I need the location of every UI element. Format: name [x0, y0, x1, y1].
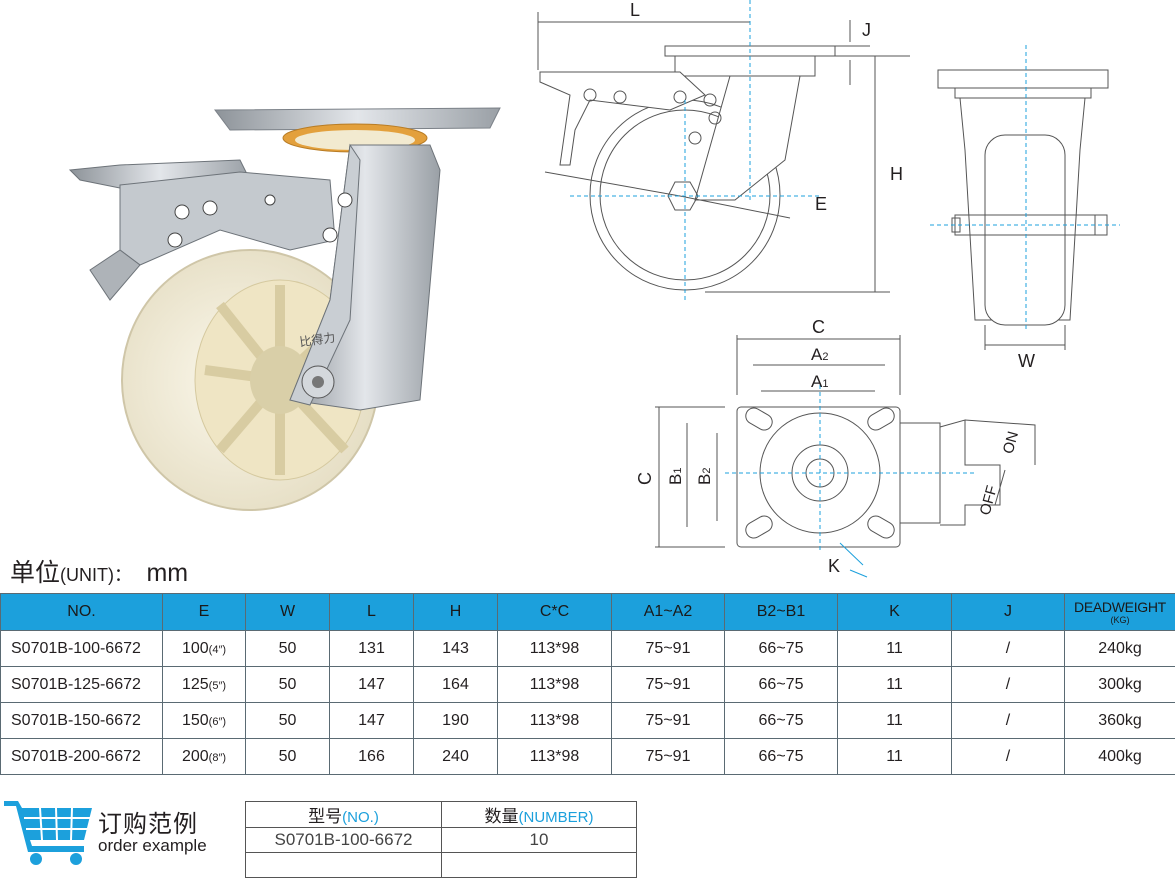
table-row: S0701B-200-6672 200(8″) 50 166 240 113*9… — [0, 738, 1175, 775]
cell-b: 66~75 — [724, 666, 838, 703]
order-empty-row — [245, 852, 637, 878]
table-header-row: NO. E W L H C*C A1~A2 B2~B1 K J DEADWEIG… — [0, 593, 1175, 631]
cell-w: 50 — [245, 738, 330, 775]
cell-b: 66~75 — [724, 630, 838, 667]
table-row: S0701B-100-6672 100(4″) 50 131 143 113*9… — [0, 630, 1175, 667]
order-value-row: S0701B-100-6672 10 — [245, 827, 637, 853]
cell-no: S0701B-200-6672 — [0, 738, 163, 775]
top-view-drawing: C A2 A1 C B1 B2 K ON OFF — [635, 317, 1036, 578]
cell-j: / — [951, 630, 1065, 667]
cell-a: 75~91 — [611, 738, 725, 775]
cell-e: 125(5″) — [162, 666, 246, 703]
cell-b: 66~75 — [724, 738, 838, 775]
unit-value: mm — [146, 559, 189, 587]
unit-label: 单位(UNIT)： mm — [10, 553, 188, 589]
label-K: K — [828, 556, 840, 576]
header-no: NO. — [0, 593, 163, 631]
front-view-drawing: W — [930, 45, 1120, 371]
label-B2: B2 — [695, 468, 714, 485]
order-example-table: 型号(NO.) 数量(NUMBER) S0701B-100-6672 10 — [245, 801, 637, 878]
cell-cc: 113*98 — [497, 666, 612, 703]
label-H: H — [890, 164, 903, 184]
cell-j: / — [951, 738, 1065, 775]
cell-cc: 113*98 — [497, 630, 612, 667]
order-header-model: 型号(NO.) — [245, 801, 442, 828]
cell-l: 131 — [329, 630, 414, 667]
header-b: B2~B1 — [724, 593, 838, 631]
label-A1: A1 — [811, 372, 828, 391]
cell-h: 164 — [413, 666, 498, 703]
cell-w: 50 — [245, 630, 330, 667]
order-quantity-value: 10 — [441, 827, 637, 853]
label-C-top: C — [812, 317, 825, 337]
order-example-title-en: order example — [98, 836, 207, 855]
cell-k: 11 — [837, 630, 952, 667]
cell-b: 66~75 — [724, 702, 838, 739]
cell-w: 50 — [245, 702, 330, 739]
spec-table: NO. E W L H C*C A1~A2 B2~B1 K J DEADWEIG… — [0, 593, 1175, 775]
header-l: L — [329, 593, 414, 631]
cell-h: 143 — [413, 630, 498, 667]
order-empty-cell — [441, 852, 637, 878]
header-k: K — [837, 593, 952, 631]
label-E: E — [815, 194, 827, 214]
label-L: L — [630, 0, 640, 20]
order-model-value: S0701B-100-6672 — [245, 827, 442, 853]
cell-e: 150(6″) — [162, 702, 246, 739]
cell-l: 147 — [329, 702, 414, 739]
label-A2: A2 — [811, 345, 828, 364]
cell-w: 50 — [245, 666, 330, 703]
cell-h: 240 — [413, 738, 498, 775]
header-e: E — [162, 593, 246, 631]
unit-label-en: (UNIT)： — [60, 565, 132, 585]
table-row: S0701B-125-6672 125(5″) 50 147 164 113*9… — [0, 666, 1175, 703]
top-plate — [214, 107, 501, 131]
order-header-quantity: 数量(NUMBER) — [441, 801, 637, 828]
cell-no: S0701B-125-6672 — [0, 666, 163, 703]
table-row: S0701B-150-6672 150(6″) 50 147 190 113*9… — [0, 702, 1175, 739]
unit-label-cn: 单位 — [10, 558, 61, 587]
cell-j: / — [951, 702, 1065, 739]
cell-j: / — [951, 666, 1065, 703]
brand-mark: 比得力 — [298, 329, 336, 349]
cell-deadweight: 400kg — [1064, 738, 1175, 775]
header-deadweight: DEADWEIGHT(KG) — [1064, 593, 1175, 631]
caster-product-image: 比得力 — [68, 107, 501, 511]
cell-l: 147 — [329, 666, 414, 703]
cell-a: 75~91 — [611, 702, 725, 739]
cell-no: S0701B-150-6672 — [0, 702, 163, 739]
order-empty-cell — [245, 852, 442, 878]
cell-e: 100(4″) — [162, 630, 246, 667]
cell-cc: 113*98 — [497, 738, 612, 775]
side-view-drawing: L J H E — [537, 0, 910, 300]
cell-l: 166 — [329, 738, 414, 775]
header-j: J — [951, 593, 1065, 631]
cell-k: 11 — [837, 702, 952, 739]
label-W: W — [1018, 351, 1035, 371]
cell-a: 75~91 — [611, 666, 725, 703]
order-example-title-cn: 订购范例 — [98, 810, 198, 838]
cell-deadweight: 300kg — [1064, 666, 1175, 703]
label-C-side: C — [635, 472, 655, 485]
label-off: OFF — [977, 484, 1001, 517]
label-J: J — [862, 20, 871, 40]
cell-k: 11 — [837, 666, 952, 703]
cell-e: 200(8″) — [162, 738, 246, 775]
header-w: W — [245, 593, 330, 631]
header-a: A1~A2 — [611, 593, 725, 631]
cell-h: 190 — [413, 702, 498, 739]
header-h: H — [413, 593, 498, 631]
cell-k: 11 — [837, 738, 952, 775]
cell-deadweight: 240kg — [1064, 630, 1175, 667]
order-header-row: 型号(NO.) 数量(NUMBER) — [245, 801, 637, 828]
cell-deadweight: 360kg — [1064, 702, 1175, 739]
header-cc: C*C — [497, 593, 612, 631]
label-B1: B1 — [666, 468, 685, 485]
shopping-cart-icon — [4, 801, 92, 865]
cell-a: 75~91 — [611, 630, 725, 667]
cell-no: S0701B-100-6672 — [0, 630, 163, 667]
cell-cc: 113*98 — [497, 702, 612, 739]
label-on: ON — [1000, 430, 1022, 456]
